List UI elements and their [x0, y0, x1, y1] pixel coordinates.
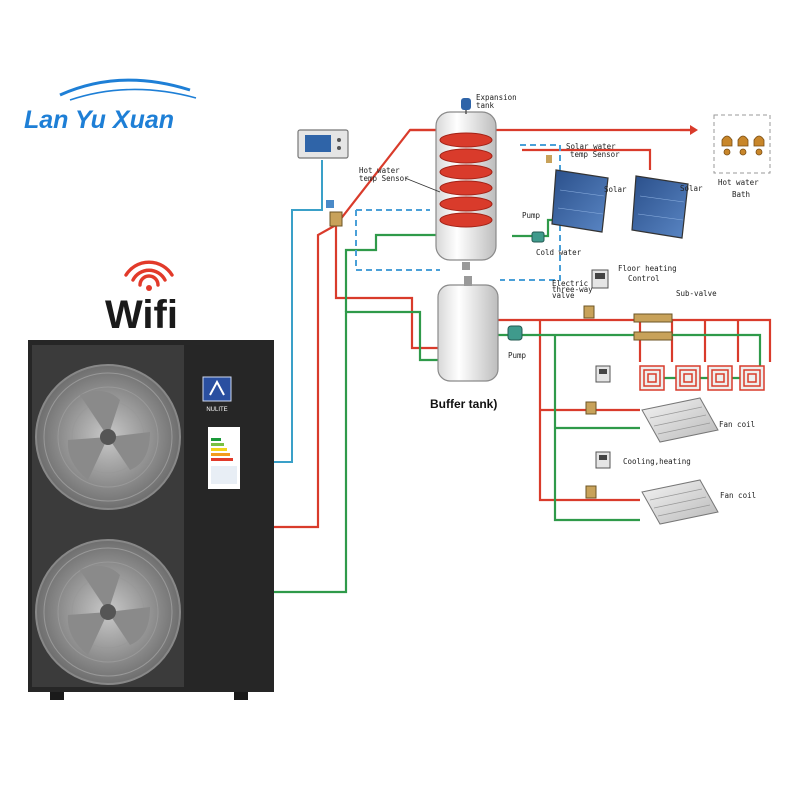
pump-label: Pump — [522, 211, 541, 220]
wifi-group: Wifi — [105, 260, 178, 337]
manifold-icon — [633, 313, 673, 341]
heat-pump-unit: NULITE — [28, 340, 274, 700]
fan-coil-1-icon — [641, 397, 719, 443]
hot-water-sensor-label: Hot water — [359, 166, 400, 175]
return-pipes — [274, 218, 762, 594]
floor-loop-icon — [707, 365, 733, 391]
brand-badge-icon — [202, 376, 232, 402]
solar-panel-2-icon — [631, 175, 689, 239]
floor-loop-icon — [639, 365, 665, 391]
logo-swoosh-icon — [59, 78, 191, 97]
fan-coil-label: Fan coil — [720, 491, 756, 500]
solar-label: Solar — [680, 184, 703, 193]
valve-icon — [585, 401, 597, 415]
hot-water-tank — [435, 98, 497, 270]
fan-coil-1-controller-icon — [595, 365, 611, 383]
unit-foot — [50, 692, 64, 700]
three-way-valve-icon — [326, 200, 343, 227]
floor-loops — [639, 365, 765, 391]
electric-valve-label: valve — [552, 291, 575, 300]
signal-cable — [274, 160, 323, 463]
pump-2-icon — [507, 325, 523, 341]
sensor-icon — [546, 155, 552, 163]
fan-coil-label: Fan coil — [719, 420, 755, 429]
electric-valve-icon — [583, 305, 595, 319]
heating-coil-icon — [439, 132, 493, 228]
brand-logo: Lan Yu Xuan — [24, 78, 197, 134]
floor-heating-label: Control — [628, 274, 660, 283]
electric-valve-label: Electric — [552, 279, 588, 288]
wifi-icon — [124, 260, 174, 287]
solar-sensor-label: temp Sensor — [570, 150, 620, 159]
unit-foot — [234, 692, 248, 700]
logo-swoosh-icon — [69, 88, 197, 101]
expansion-tank-icon — [461, 98, 471, 110]
valve-icon — [585, 485, 597, 499]
bath-area — [713, 114, 771, 174]
wifi-dot-icon — [146, 285, 152, 291]
solar-sensor-label: Solar water — [566, 142, 616, 151]
wifi-label: Wifi — [105, 293, 178, 337]
buffer-tank — [437, 276, 499, 382]
expansion-tank-label: Expansion — [476, 93, 517, 102]
cooling-heating-label: Cooling,heating — [623, 457, 691, 466]
hot-water-label: Hot water — [718, 178, 759, 187]
floor-heating-controller-icon — [591, 269, 609, 289]
bath-label: Bath — [732, 190, 750, 199]
hot-water-sensor-label: temp Sensor — [359, 174, 409, 183]
cold-water-label: Cold water — [536, 248, 582, 257]
floor-loop-icon — [675, 365, 701, 391]
energy-label-icon — [208, 427, 240, 489]
brand-badge-mark-icon — [209, 379, 225, 396]
buffer-tank-label: Buffer tank) — [430, 397, 497, 411]
expansion-tank-label: tank — [476, 101, 495, 110]
pump-1-icon — [531, 231, 545, 243]
pump-label: Pump — [508, 351, 527, 360]
floor-loop-icon — [739, 365, 765, 391]
floor-heating-label: Floor heating — [618, 264, 677, 273]
logo-text: Lan Yu Xuan — [24, 106, 174, 134]
shower-heads-icon — [721, 135, 765, 156]
solar-label: Solar — [604, 185, 627, 194]
brand-name: NULITE — [206, 407, 227, 413]
fan-coil-2-icon — [641, 479, 719, 525]
sub-valve-label: Sub-valve — [676, 289, 717, 298]
electric-valve-label: three-way — [552, 285, 593, 294]
flow-arrow-icon — [690, 125, 698, 135]
fan-top-icon — [35, 364, 181, 510]
fan-bottom-icon — [35, 539, 181, 685]
dashed-sensor-lines — [355, 144, 561, 281]
fan-coil-2-controller-icon — [595, 451, 611, 469]
solar-panel-1-icon — [551, 169, 609, 233]
controller-panel-icon — [297, 129, 349, 159]
